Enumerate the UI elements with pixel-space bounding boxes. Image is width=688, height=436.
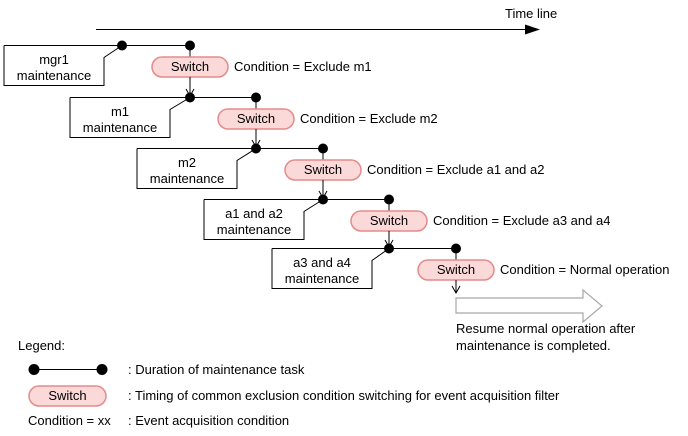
task-box bbox=[69, 97, 191, 138]
duration-start-dot bbox=[185, 92, 195, 103]
task-label-line2: maintenance bbox=[17, 68, 91, 83]
condition-text: Condition = Exclude a1 and a2 bbox=[367, 162, 544, 177]
task-box bbox=[136, 148, 257, 189]
condition-text: Condition = Normal operation bbox=[500, 262, 669, 277]
task-box bbox=[3, 45, 123, 86]
task-label-line2: maintenance bbox=[83, 120, 157, 135]
switch-label: Switch bbox=[437, 262, 475, 277]
maintenance-row-a1-a2: a1 and a2 maintenance Switch Condition =… bbox=[203, 194, 610, 249]
legend-switch-pill bbox=[28, 385, 107, 407]
timeline: Time line bbox=[96, 6, 557, 35]
task-label-line2: maintenance bbox=[217, 222, 291, 237]
task-label-line2: maintenance bbox=[150, 171, 224, 186]
resume-text-line1: Resume normal operation after bbox=[456, 321, 636, 336]
task-label-line1: m1 bbox=[111, 104, 129, 119]
legend-switch-desc: : Timing of common exclusion condition s… bbox=[128, 388, 560, 403]
task-label-line1: a3 and a4 bbox=[293, 255, 351, 270]
task-label-line1: a1 and a2 bbox=[225, 206, 283, 221]
connector-arrowhead-icon bbox=[451, 285, 461, 295]
legend-duration-desc: : Duration of maintenance task bbox=[128, 362, 305, 377]
task-box bbox=[271, 248, 390, 289]
task-label-line1: m2 bbox=[178, 155, 196, 170]
legend-title: Legend: bbox=[18, 338, 65, 353]
maintenance-row-m1: m1 maintenance Switch Condition = Exclud… bbox=[69, 92, 438, 149]
task-label-line2: maintenance bbox=[285, 271, 359, 286]
duration-start-dot bbox=[318, 194, 328, 205]
timeline-arrowhead-icon bbox=[525, 24, 540, 35]
maintenance-row-m2: m2 maintenance Switch Condition = Exclud… bbox=[136, 143, 544, 200]
legend-condition-term: Condition = xx bbox=[28, 413, 111, 428]
duration-start-dot bbox=[117, 40, 127, 51]
maintenance-row-mgr1: mgr1 maintenance Switch Condition = Excl… bbox=[3, 40, 372, 98]
duration-start-dot bbox=[251, 143, 261, 154]
switch-label: Switch bbox=[370, 213, 408, 228]
switch-label: Switch bbox=[237, 111, 275, 126]
legend-duration-start-dot bbox=[28, 364, 40, 375]
legend-switch-label: Switch bbox=[48, 388, 86, 403]
resume-arrow-icon bbox=[455, 288, 603, 324]
legend: Legend: : Duration of maintenance task S… bbox=[18, 338, 560, 428]
legend-condition-desc: : Event acquisition condition bbox=[128, 413, 289, 428]
legend-duration-symbol bbox=[28, 364, 108, 375]
task-box bbox=[203, 199, 324, 240]
switch-label: Switch bbox=[304, 162, 342, 177]
maintenance-row-a3-a4: a3 and a4 maintenance Switch Condition =… bbox=[271, 243, 669, 295]
task-label-line1: mgr1 bbox=[39, 52, 69, 67]
legend-duration-end-dot bbox=[96, 364, 108, 375]
resume-text-line2: maintenance is completed. bbox=[456, 338, 611, 353]
condition-text: Condition = Exclude a3 and a4 bbox=[433, 213, 610, 228]
switch-label: Switch bbox=[171, 59, 209, 74]
condition-text: Condition = Exclude m2 bbox=[300, 111, 438, 126]
condition-text: Condition = Exclude m1 bbox=[234, 59, 372, 74]
resume-operation: Resume normal operation after maintenanc… bbox=[455, 288, 636, 353]
timeline-label: Time line bbox=[505, 6, 557, 21]
duration-start-dot bbox=[384, 243, 394, 254]
